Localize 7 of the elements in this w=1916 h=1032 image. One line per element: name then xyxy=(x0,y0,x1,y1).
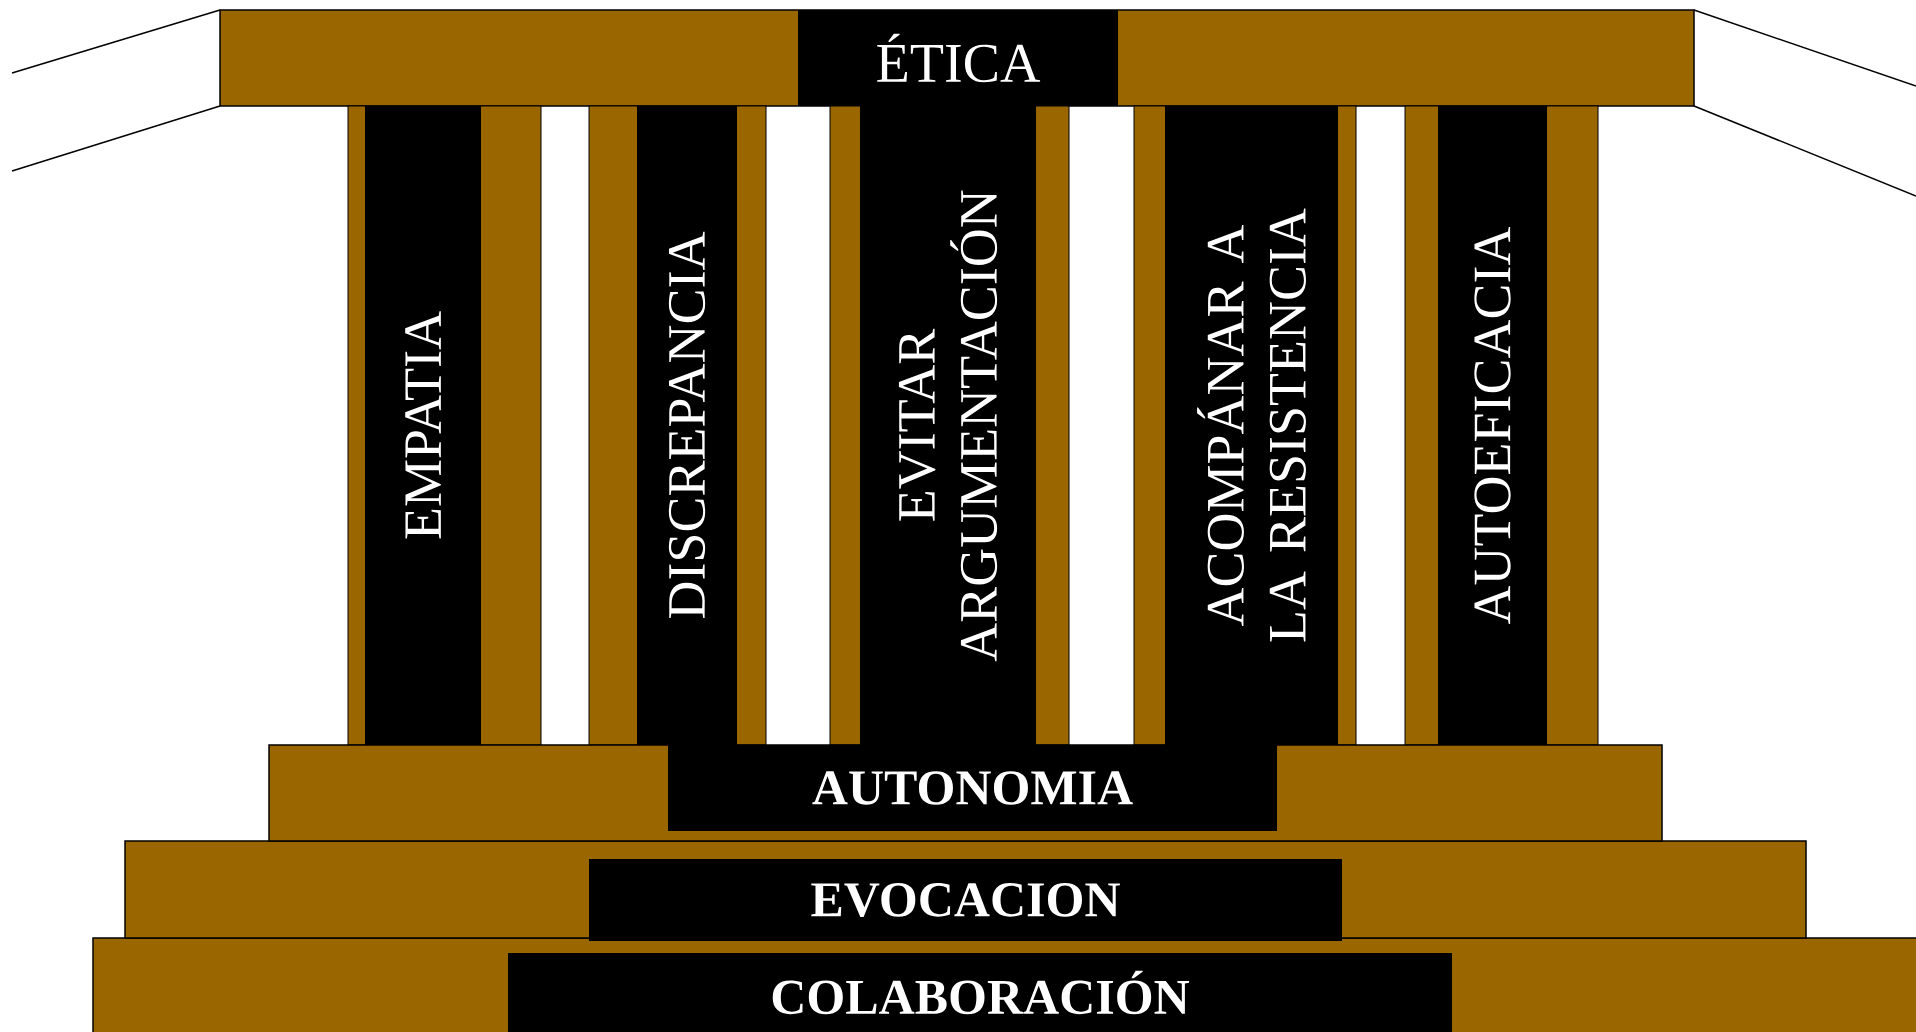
column-label: AUTOEFICACIA xyxy=(1438,106,1547,745)
roof-label: ÉTICA xyxy=(798,10,1118,106)
step-label: AUTONOMIA xyxy=(668,745,1277,831)
step-label: EVOCACION xyxy=(589,859,1342,941)
column-label: DISCREPANCIA xyxy=(637,106,737,745)
column-label: EMPATIA xyxy=(365,106,481,745)
step-label: COLABORACIÓN xyxy=(508,953,1452,1032)
